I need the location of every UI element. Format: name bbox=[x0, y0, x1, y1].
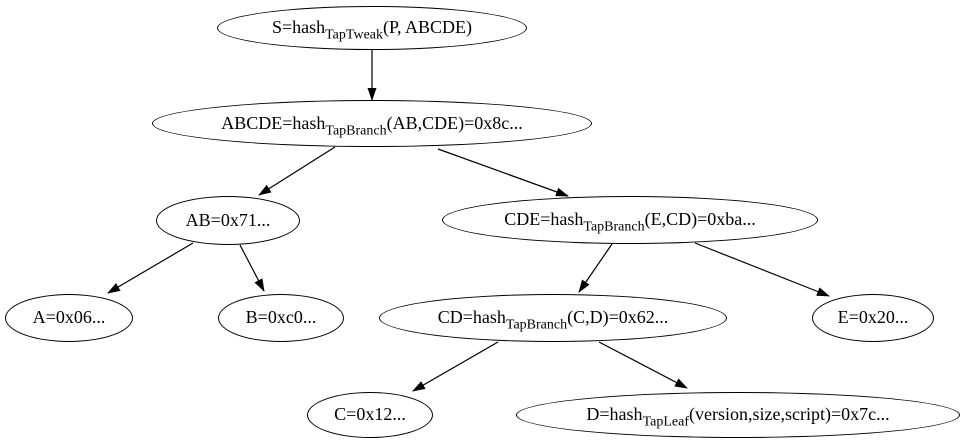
node-b: B=0xc0... bbox=[218, 294, 344, 342]
edge-cd-c bbox=[412, 341, 499, 392]
node-s: S=hashTapTweak(P, ABCDE) bbox=[217, 6, 527, 50]
node-e-label: E=0x20... bbox=[837, 307, 909, 327]
node-c: C=0x12... bbox=[307, 392, 433, 438]
node-d: D=hashTapLeaf(version,size,script)=0x7c.… bbox=[516, 392, 960, 438]
node-a: A=0x06... bbox=[5, 294, 133, 342]
edge-abcde-cde bbox=[437, 148, 569, 197]
node-cde-label: CDE=hashTapBranch(E,CD)=0xba... bbox=[504, 209, 756, 235]
node-abcde-label: ABCDE=hashTapBranch(AB,CDE)=0x8c... bbox=[221, 112, 523, 138]
node-s-label: S=hashTapTweak(P, ABCDE) bbox=[271, 17, 473, 43]
node-abcde: ABCDE=hashTapBranch(AB,CDE)=0x8c... bbox=[152, 100, 592, 147]
node-ab-label: AB=0x71... bbox=[185, 209, 271, 230]
edge-ab-b bbox=[239, 244, 265, 292]
node-cd-label: CD=hashTapBranch(C,D)=0x62... bbox=[437, 307, 669, 333]
node-e: E=0x20... bbox=[812, 294, 934, 342]
edge-ab-a bbox=[107, 242, 194, 294]
node-cd: CD=hashTapBranch(C,D)=0x62... bbox=[379, 294, 727, 342]
edge-abcde-ab bbox=[258, 146, 336, 196]
node-b-label: B=0xc0... bbox=[245, 307, 317, 327]
edge-cde-e bbox=[694, 242, 830, 297]
node-c-label: C=0x12... bbox=[334, 404, 406, 424]
edge-cd-d bbox=[598, 341, 688, 389]
node-ab: AB=0x71... bbox=[156, 196, 300, 245]
edge-cde-cd bbox=[578, 243, 613, 293]
node-cde: CDE=hashTapBranch(E,CD)=0xba... bbox=[442, 196, 818, 244]
node-d-label: D=hashTapLeaf(version,size,script)=0x7c.… bbox=[586, 404, 890, 430]
node-a-label: A=0x06... bbox=[32, 307, 106, 327]
